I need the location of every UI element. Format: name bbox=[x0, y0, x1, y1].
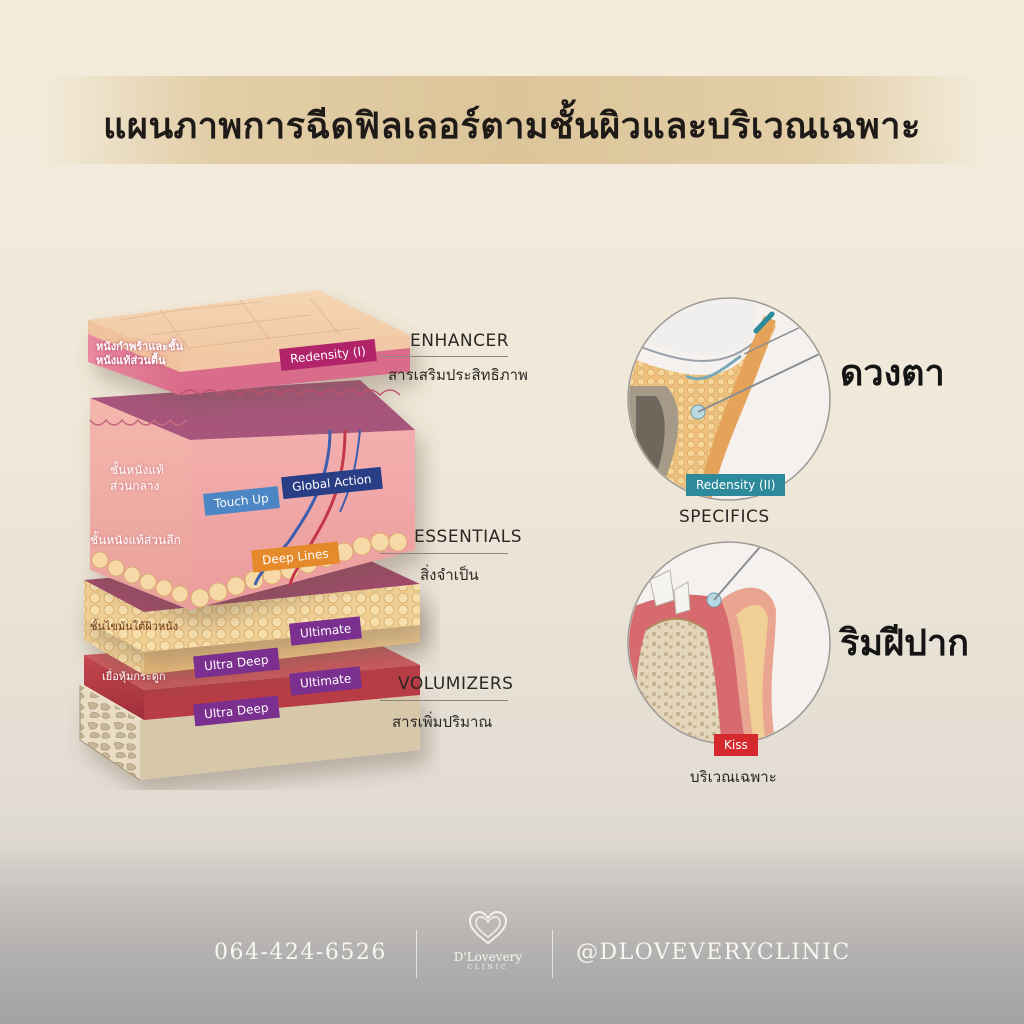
eye-area-label: ดวงตา bbox=[840, 353, 945, 394]
eye-area-illustration bbox=[627, 297, 831, 501]
tag-redensity-2: Redensity (II) bbox=[686, 474, 786, 496]
specifics-label: SPECIFICS bbox=[679, 507, 770, 527]
volumizers-rule bbox=[380, 700, 508, 701]
bone-side-label: เยื่อหุ้มกระดูก bbox=[102, 670, 166, 683]
heart-logo-icon bbox=[468, 910, 508, 945]
essentials-label: ESSENTIALS bbox=[414, 527, 523, 547]
enhancer-label: ENHANCER bbox=[410, 331, 510, 351]
essentials-rule bbox=[380, 553, 508, 554]
brand-name: D'Lovevery bbox=[453, 950, 523, 964]
volumizers-thai-label: สารเพิ่มปริมาณ bbox=[392, 713, 493, 731]
footer-background bbox=[0, 840, 1024, 1024]
brand-logo: D'Lovevery CLINIC bbox=[440, 910, 536, 990]
tag-kiss: Kiss bbox=[714, 734, 758, 756]
epidermis-side-label: หนังกำพร้าและชั้นหนังแท้ส่วนตื้น bbox=[96, 340, 184, 367]
mid-dermis-side-label: ชั้นหนังแท้ส่วนกลาง bbox=[110, 463, 164, 493]
title-band bbox=[40, 76, 984, 164]
volumizers-label: VOLUMIZERS bbox=[398, 674, 514, 694]
specifics-thai-label: บริเวณเฉพาะ bbox=[690, 768, 777, 786]
phone-number[interactable]: 064-424-6526 bbox=[214, 940, 387, 965]
enhancer-thai-label: สารเสริมประสิทธิภาพ bbox=[388, 366, 528, 384]
social-handle[interactable]: @DLOVEVERYCLINIC bbox=[576, 940, 851, 965]
page-title: แผนภาพการฉีดฟิลเลอร์ตามชั้นผิวและบริเวณเ… bbox=[103, 106, 921, 147]
footer-divider-left bbox=[416, 930, 417, 978]
enhancer-rule bbox=[380, 356, 508, 357]
lip-area-label: ริมฝีปาก bbox=[840, 623, 970, 664]
footer-divider-right bbox=[552, 930, 553, 978]
brand-subtitle: CLINIC bbox=[467, 964, 509, 971]
fat-side-label: ชั้นไขมันใต้ผิวหนัง bbox=[90, 620, 179, 633]
lip-area-illustration bbox=[627, 541, 831, 745]
essentials-thai-label: สิ่งจำเป็น bbox=[420, 566, 479, 584]
deep-dermis-side-label: ชั้นหนังแท้ส่วนลึก bbox=[90, 533, 181, 547]
